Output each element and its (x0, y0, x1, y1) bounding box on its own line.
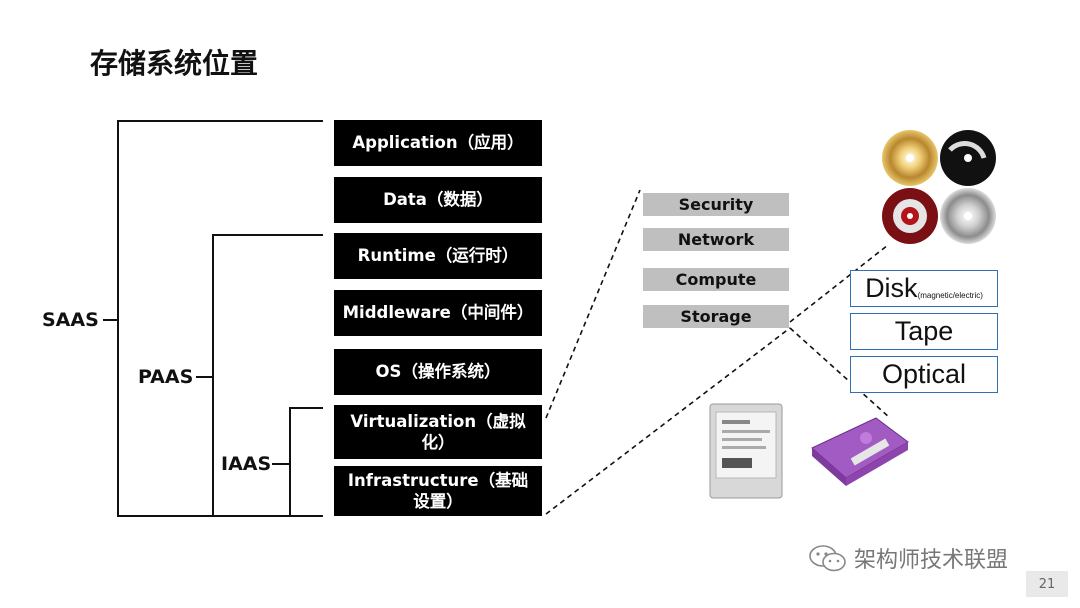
resource-compute: Compute (643, 268, 789, 291)
optical-discs-image (882, 130, 996, 244)
watermark: 架构师技术联盟 (808, 542, 1008, 574)
resource-network: Network (643, 228, 789, 251)
layer-middleware: Middleware（中间件） (334, 290, 542, 336)
page-number: 21 (1026, 571, 1068, 597)
layer-data: Data（数据） (334, 177, 542, 223)
ssd-drive-image (709, 403, 783, 499)
media-optical: Optical (850, 356, 998, 393)
media-disk: Disk(magnetic/electric) (850, 270, 998, 307)
media-disk-note: (magnetic/electric) (917, 291, 983, 300)
tape-cartridge-image (811, 417, 909, 486)
wechat-icon (809, 545, 846, 572)
page-title: 存储系统位置 (90, 47, 259, 80)
tier-iaas: IAAS (221, 453, 272, 475)
media-disk-label: Disk (865, 273, 918, 303)
resource-storage: Storage (643, 305, 789, 328)
layer-runtime: Runtime（运行时） (334, 233, 542, 279)
layer-infrastructure: Infrastructure（基础设置） (334, 466, 542, 516)
watermark-text: 架构师技术联盟 (854, 548, 1009, 573)
tier-paas: PAAS (138, 366, 194, 388)
layer-application: Application（应用） (334, 120, 542, 166)
layer-virtualization: Virtualization（虚拟化） (334, 405, 542, 459)
resource-security: Security (643, 193, 789, 216)
media-tape: Tape (850, 313, 998, 350)
layer-os: OS（操作系统） (334, 349, 542, 395)
tier-saas: SAAS (42, 309, 99, 331)
